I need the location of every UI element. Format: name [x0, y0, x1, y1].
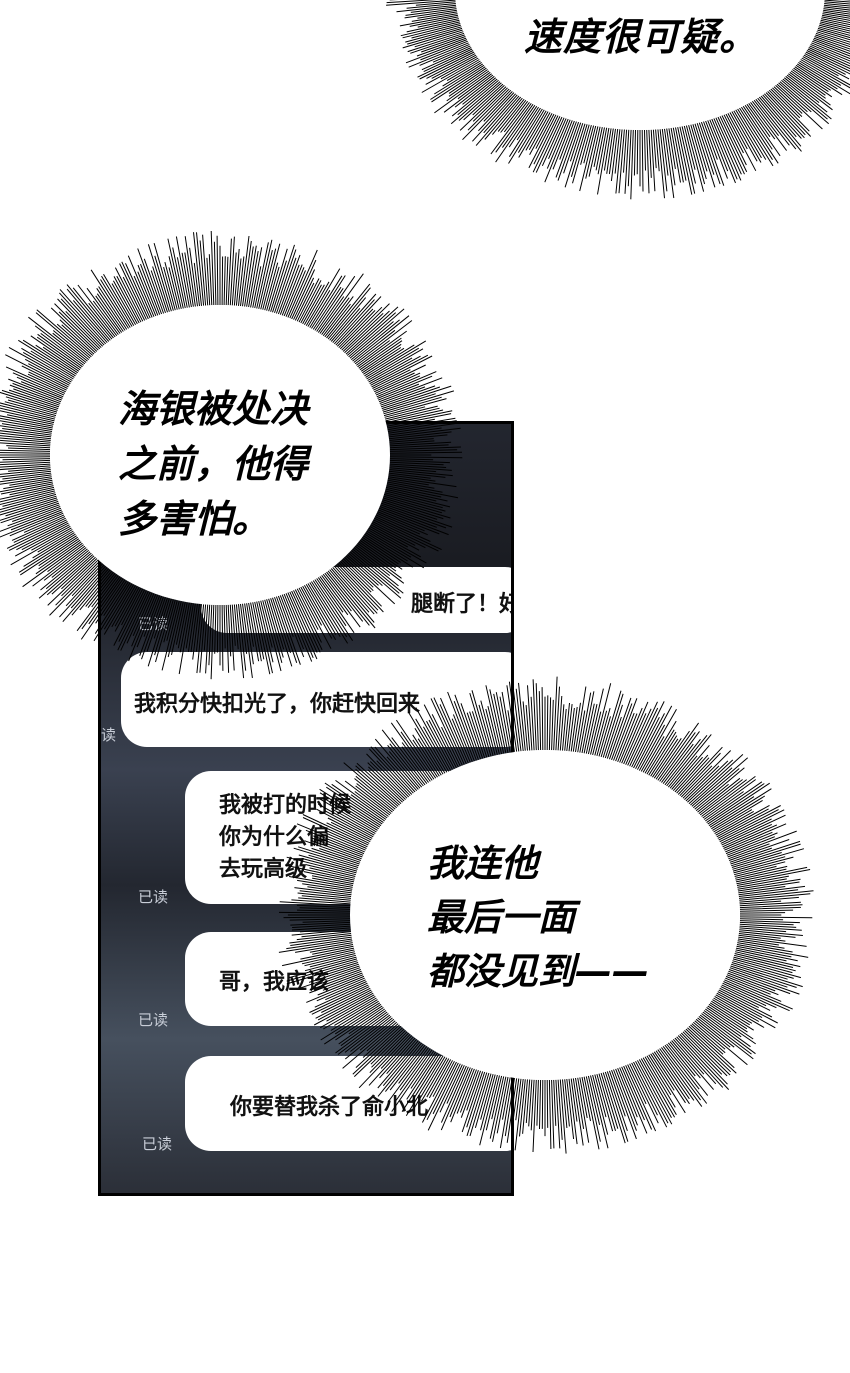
speech-text-top: 速度很可疑。	[524, 15, 759, 59]
read-receipt: 已读	[142, 1135, 173, 1153]
read-receipt: 已读	[138, 888, 169, 906]
chat-message-line: 我被打的时候	[219, 793, 352, 818]
speech-line: 海银被处决	[118, 387, 309, 431]
speech-line: 最后一面	[427, 896, 575, 939]
burst-spikes	[386, 0, 850, 200]
burst-spikes	[0, 230, 463, 680]
burst-body	[50, 305, 390, 605]
speech-line: 都没见到——	[427, 950, 649, 993]
speech-line: 多害怕。	[118, 497, 271, 541]
speech-line: 我连他	[427, 842, 538, 885]
chat-bubble: 我积分快扣光了，你赶快回来	[121, 652, 511, 747]
read-receipt: 已读	[138, 1011, 169, 1029]
speech-text-right: 我连他 最后一面 都没见到——	[427, 837, 649, 999]
burst-body	[455, 0, 825, 130]
chat-message-text: 腿断了！好疼啊	[411, 592, 511, 617]
chat-message-text: 我积分快扣光了，你赶快回来	[134, 692, 421, 717]
chat-message-line: 去玩高级	[219, 857, 308, 882]
burst-body	[350, 750, 740, 1080]
read-receipt: 读	[101, 726, 117, 744]
speech-line: 之前，他得	[118, 442, 309, 486]
burst-spikes	[278, 676, 814, 1154]
speech-text-left: 海银被处决 之前，他得 多害怕。	[118, 382, 308, 547]
